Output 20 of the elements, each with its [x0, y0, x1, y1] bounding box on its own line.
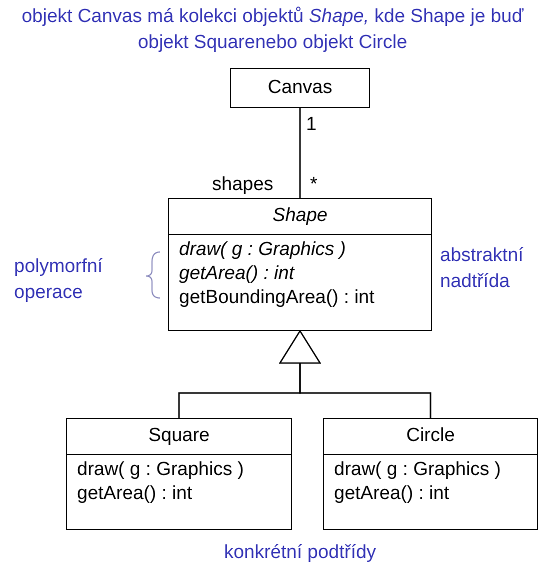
annotation-text: polymorfní operace [14, 255, 104, 305]
class-box [66, 418, 292, 530]
operation-list: draw( g : Graphics ) getArea() : int getBoundingArea() : int [169, 234, 431, 330]
operation-list: draw( g : Graphics ) getArea() : int [324, 454, 537, 529]
title: objekt Canvas má kolekci objektů Shape, kde Shape je buď objekt Squarenebo objekt Circle [20, 5, 525, 55]
multiplicity-label: shapes [212, 173, 274, 197]
inheritance-arrow [279, 330, 432, 418]
class-box [230, 68, 370, 108]
class-name: Circle [405, 424, 456, 448]
class-name: Canvas [266, 76, 334, 100]
multiplicity-label: * [310, 173, 318, 197]
annotation-text: abstraktní nadtřída [440, 244, 524, 294]
class-box [323, 418, 538, 530]
multiplicity-label: 1 [306, 113, 317, 137]
class-box [168, 198, 432, 331]
association-line [299, 108, 301, 198]
class-name: Shape [272, 204, 328, 228]
class-name: Square [147, 424, 211, 448]
operation-list: draw( g : Graphics ) getArea() : int [67, 454, 291, 529]
annotation-text: konkrétní podtřídy [222, 541, 378, 565]
